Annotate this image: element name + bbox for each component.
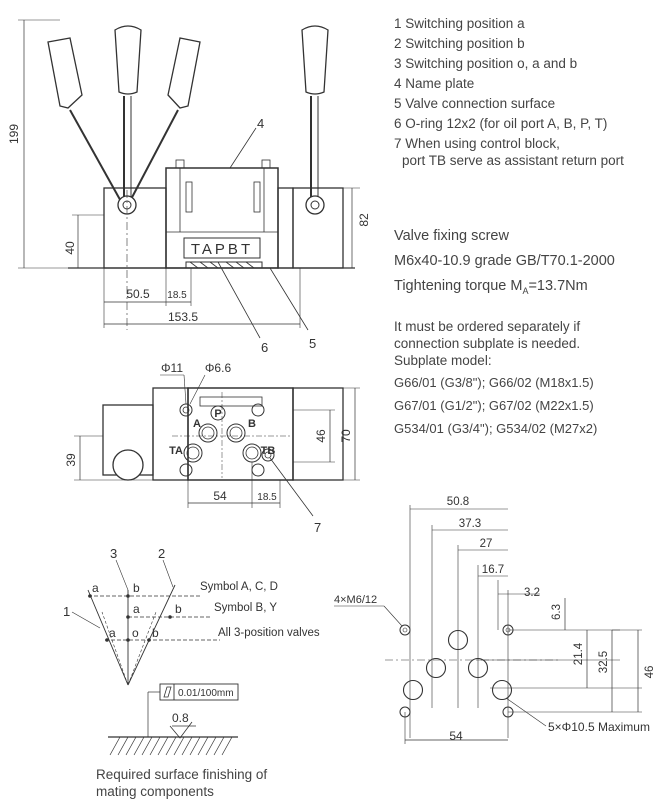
callout-7: 7 (314, 520, 321, 535)
row3-b: b (152, 626, 159, 640)
dim-16-7: 16.7 (482, 564, 504, 576)
subplate-model-3: G534/01 (G3/4"); G534/02 (M27x2) (394, 421, 598, 436)
dim-82: 82 (357, 213, 371, 227)
label-3: 3 (110, 546, 117, 561)
screw-spec: Valve fixing screw M6x40-10.9 grade GB/T… (394, 224, 615, 304)
dim-21-4: 21.4 (573, 642, 585, 665)
label-1: 1 (63, 604, 70, 619)
legend-item-4: 4 Name plate (394, 76, 475, 91)
symbol-row-3: All 3-position valves (218, 627, 320, 639)
legend-item-6: 6 O-ring 12x2 (for oil port A, B, P, T) (394, 116, 608, 131)
dim-199: 199 (7, 124, 21, 144)
dim-6-3: 6.3 (551, 604, 563, 620)
row3-o: o (132, 626, 139, 640)
screw-grade: M6x40-10.9 grade GB/T70.1-2000 (394, 253, 615, 269)
subplate-model-1: G66/01 (G3/8"); G66/02 (M18x1.5) (394, 375, 594, 390)
order-note-line-1: It must be ordered separately if (394, 319, 581, 334)
dim-40: 40 (63, 241, 77, 255)
dim-18-5-front: 18.5 (167, 290, 187, 301)
port-strip (183, 237, 261, 259)
pivot-right (305, 195, 325, 215)
port-a: A (193, 418, 201, 430)
legend-item-1: 1 Switching position a (394, 16, 525, 31)
dim-153-5: 153.5 (168, 310, 198, 324)
label-2: 2 (158, 546, 165, 561)
row1-b: b (133, 581, 140, 595)
dim-46-bottom: 46 (314, 429, 328, 443)
row2-a: a (133, 602, 140, 616)
dim-27: 27 (480, 538, 493, 550)
subplate-model-2: G67/01 (G1/2"); G67/02 (M22x1.5) (394, 398, 594, 413)
screw-torque: Tightening torque MA=13.7Nm (394, 278, 588, 296)
order-note: It must be ordered separately if connect… (394, 318, 580, 369)
callout-4: 4 (257, 116, 264, 131)
callout-6: 6 (261, 340, 268, 355)
dim-70: 70 (339, 429, 353, 443)
label-phi-6-6: Φ6.6 (205, 361, 232, 375)
holes-label: 5×Φ10.5 Maximum (548, 720, 650, 734)
flatness-tolerance: 0.01/100mm (178, 688, 234, 699)
surface-note-line-1: Required surface finishing of (96, 767, 268, 782)
port-p: P (214, 408, 221, 420)
dim-50-8: 50.8 (447, 496, 469, 508)
order-note-line-3: Subplate model: (394, 353, 492, 368)
port-tb: TB (261, 445, 276, 457)
dim-54-pattern: 54 (449, 729, 463, 743)
subplate-models: G66/01 (G3/8"); G66/02 (M18x1.5) G67/01 … (394, 371, 597, 440)
port-b: B (248, 418, 256, 430)
port-pattern-diagram: 50.8 37.3 27 16.7 3.2 6.3 21.4 32.5 46 4… (334, 496, 656, 744)
legend-item-3: 3 Switching position o, a and b (394, 56, 578, 71)
front-view: TAPBT 199 40 82 50.5 18.5 153.5 (7, 19, 371, 355)
lever-position-b (127, 37, 201, 206)
symbol-row-1: Symbol A, C, D (200, 581, 278, 593)
surface-note: Required surface finishing of mating com… (96, 766, 267, 800)
port-ta: TA (169, 445, 183, 457)
lever-neutral (114, 25, 142, 200)
lever-position-a (47, 37, 124, 206)
dim-18-5-bottom: 18.5 (257, 492, 277, 503)
switching-symbol-diagram: 3 2 1 a b a b a o b Symbol A, C, D Symbo… (63, 546, 320, 686)
callout-5: 5 (309, 336, 316, 351)
legend-item-7: 7 When using control block, (394, 136, 560, 151)
dim-32-5: 32.5 (598, 651, 610, 673)
dim-50-5: 50.5 (126, 287, 150, 301)
lever-right (301, 25, 329, 200)
port-labels: TAPBT (191, 241, 253, 258)
dim-54-bottom: 54 (213, 489, 227, 503)
legend-item-5: 5 Valve connection surface (394, 96, 556, 111)
dim-3-2: 3.2 (524, 587, 540, 599)
mounting-face (187, 387, 294, 481)
o-ring-section (185, 261, 263, 269)
bottom-view: Φ11 Φ6.6 A P B TA TB 46 70 39 54 18.5 7 (64, 361, 360, 535)
order-note-line-2: connection subplate is needed. (394, 336, 581, 351)
thread-label: 4×M6/12 (334, 594, 377, 606)
surface-note-line-2: mating components (96, 784, 214, 799)
legend-list: 1 Switching position a 2 Switching posit… (394, 14, 624, 168)
dim-46-pattern: 46 (644, 666, 656, 679)
legend-item-2: 2 Switching position b (394, 36, 525, 51)
roughness-value: 0.8 (172, 711, 189, 725)
row3-a: a (109, 626, 116, 640)
legend-item-7-cont: port TB serve as assistant return port (402, 153, 624, 168)
screw-title: Valve fixing screw (394, 228, 509, 244)
row2-b: b (175, 602, 182, 616)
dim-37-3: 37.3 (459, 518, 481, 530)
row1-a: a (92, 581, 99, 595)
label-phi-11: Φ11 (161, 361, 183, 375)
symbol-row-2: Symbol B, Y (214, 602, 277, 614)
surface-finish: 0.01/100mm 0.8 (108, 683, 239, 756)
dim-39: 39 (64, 453, 78, 467)
